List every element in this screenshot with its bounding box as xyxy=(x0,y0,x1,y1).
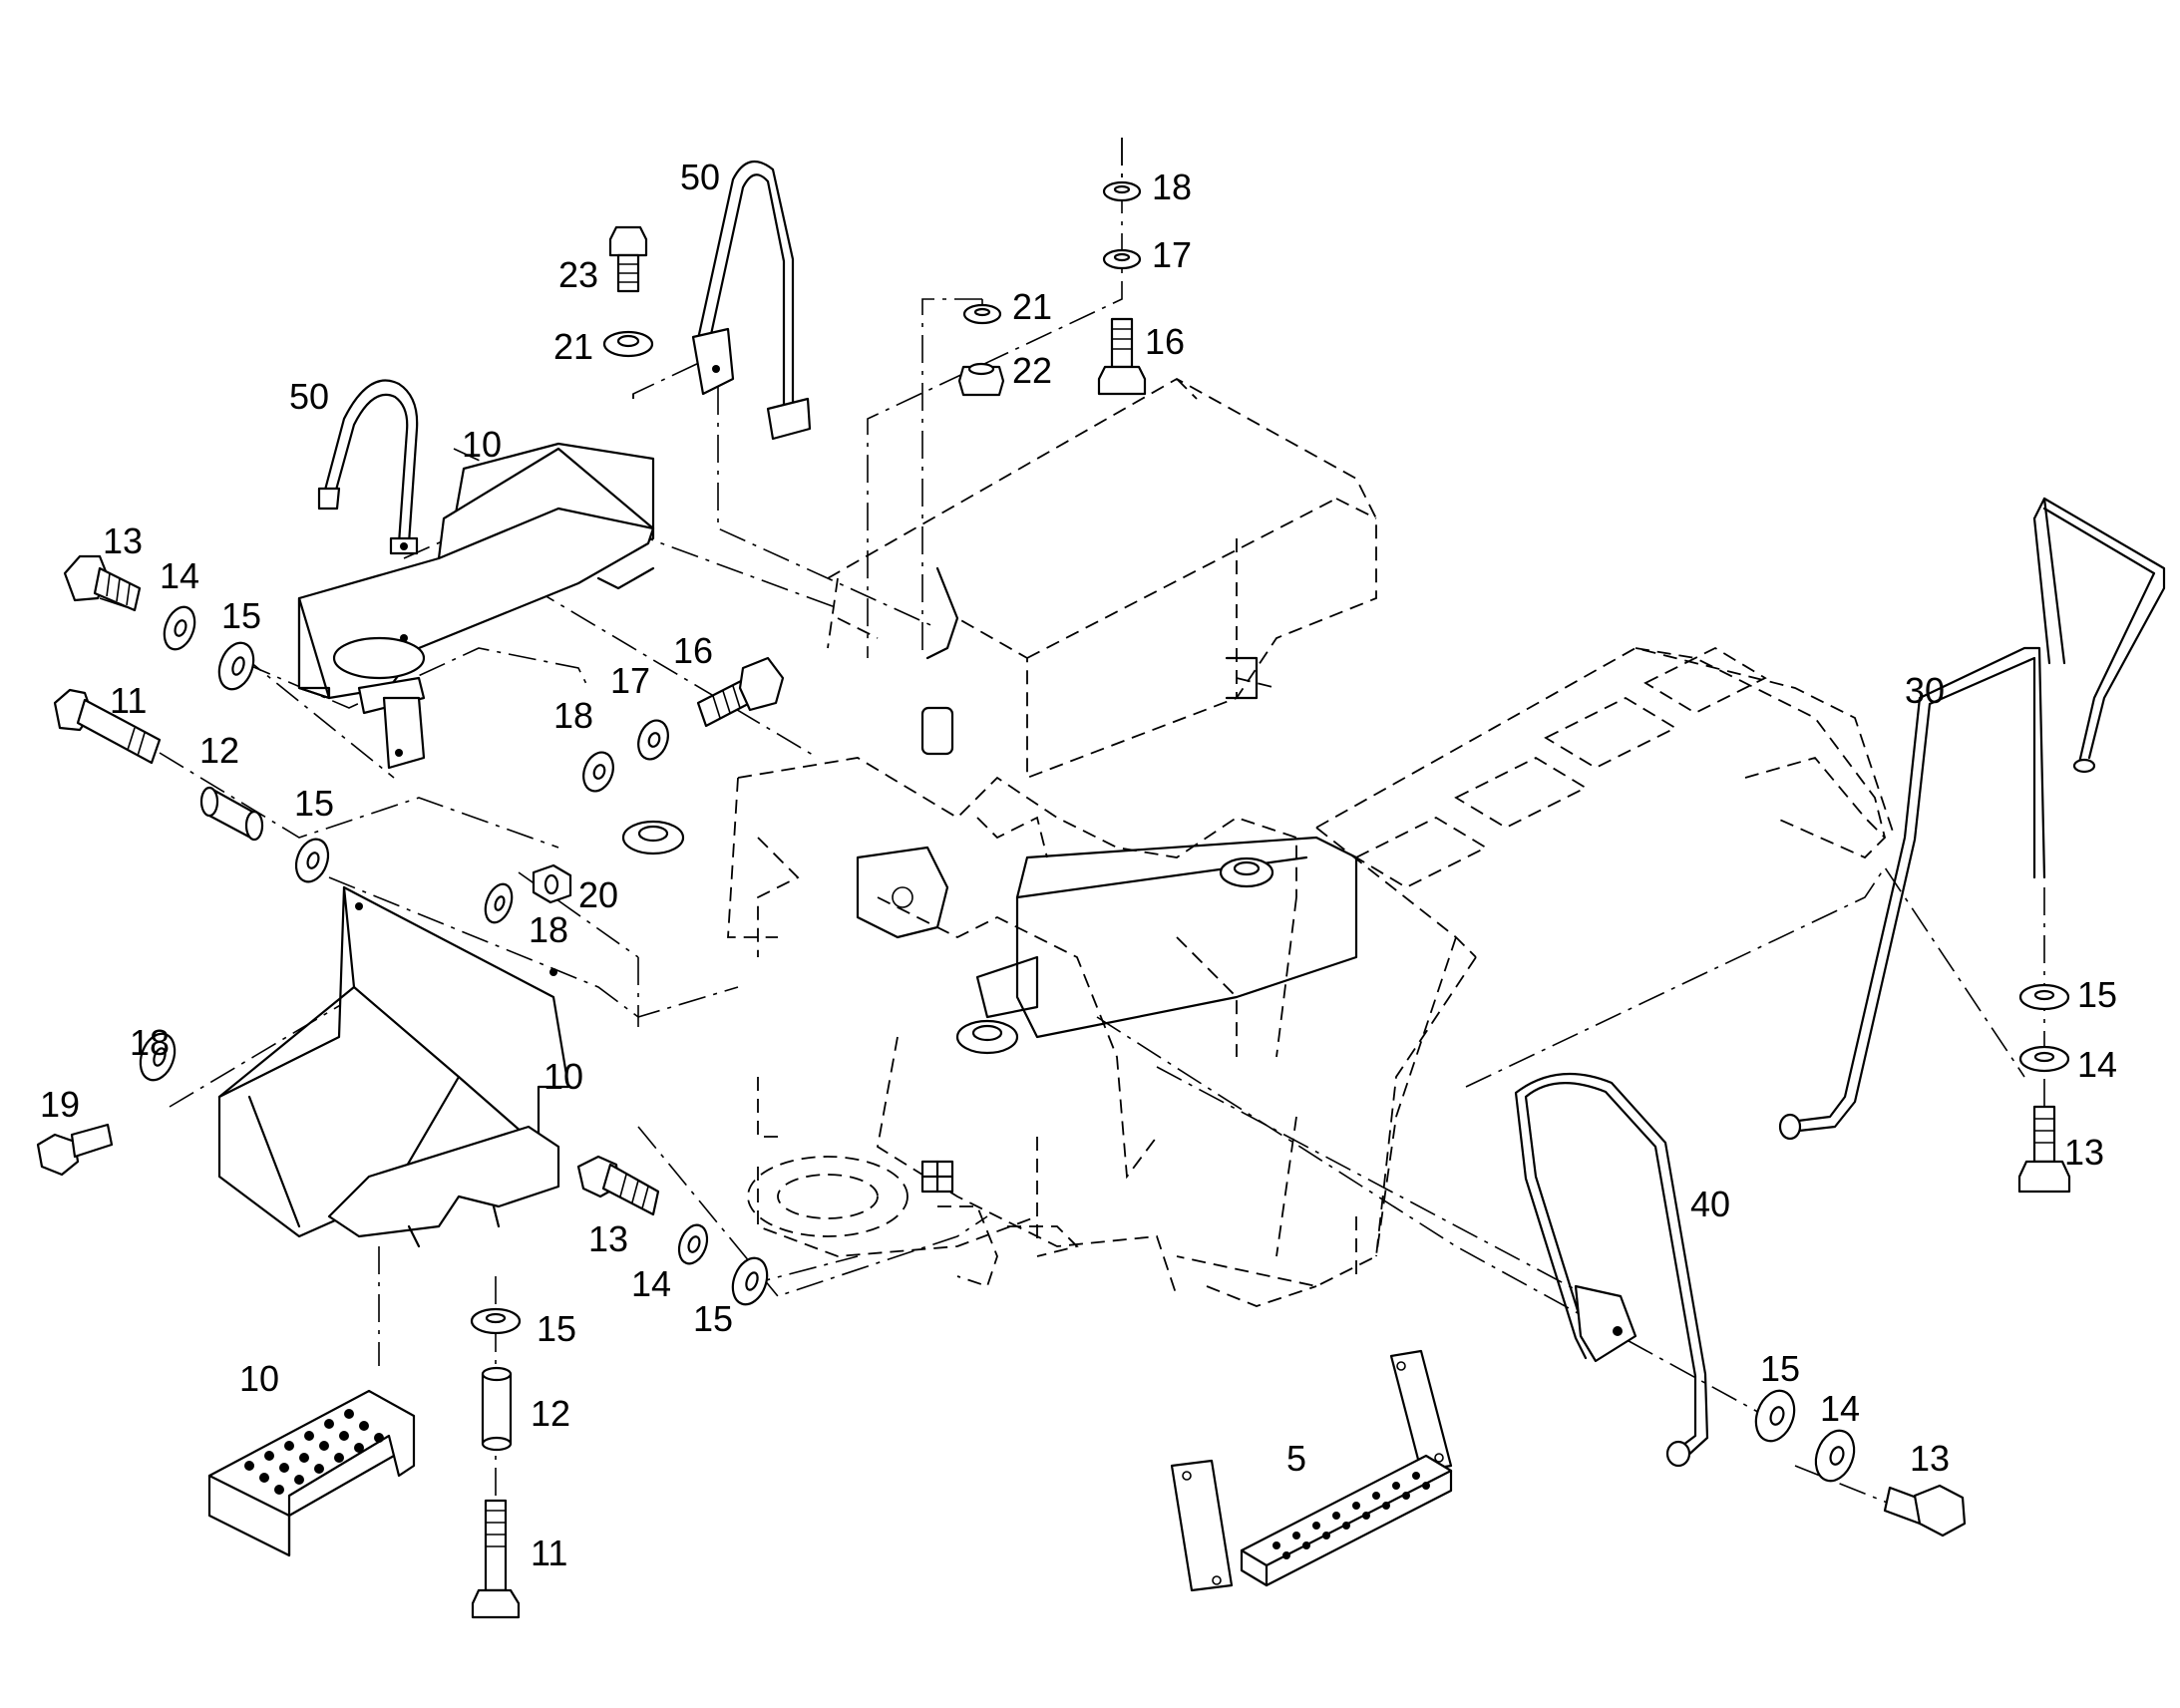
frame-solid-details xyxy=(621,566,1358,1194)
handrail-30 xyxy=(1778,497,2166,1141)
callout-14: 14 xyxy=(631,1263,671,1304)
fasteners xyxy=(36,180,2071,1619)
callout-18: 18 xyxy=(1152,167,1192,207)
callout-21: 21 xyxy=(1012,286,1052,327)
callout-10: 10 xyxy=(544,1056,583,1097)
callout-16: 16 xyxy=(673,630,713,671)
callout-14: 14 xyxy=(160,555,199,596)
chassis-frame xyxy=(727,377,1896,1307)
callout-20: 20 xyxy=(578,874,618,915)
callout-17: 17 xyxy=(1152,234,1192,275)
callout-18: 18 xyxy=(529,909,568,950)
callout-11: 11 xyxy=(110,680,147,721)
callout-15: 15 xyxy=(537,1308,576,1349)
callout-15: 15 xyxy=(294,783,334,824)
perforations xyxy=(244,1409,384,1495)
step-5-perforations xyxy=(1272,1472,1430,1559)
callout-12: 12 xyxy=(199,730,239,771)
callout-11: 11 xyxy=(531,1533,567,1573)
step-box-10-upper xyxy=(297,442,655,770)
callout-14: 14 xyxy=(1820,1388,1860,1429)
callout-18: 18 xyxy=(130,1022,170,1063)
callout-40: 40 xyxy=(1690,1184,1730,1224)
callout-12: 12 xyxy=(531,1393,570,1434)
callout-22: 22 xyxy=(1012,350,1052,391)
callout-10: 10 xyxy=(239,1358,279,1399)
callout-15: 15 xyxy=(1760,1348,1800,1389)
callout-15: 15 xyxy=(693,1298,733,1339)
callout-16: 16 xyxy=(1145,321,1185,362)
callout-13: 13 xyxy=(588,1218,628,1259)
callout-13: 13 xyxy=(103,520,143,561)
callout-19: 19 xyxy=(40,1084,80,1125)
step-box-10-lower xyxy=(217,885,570,1248)
callout-13: 13 xyxy=(1910,1438,1950,1479)
handrail-40 xyxy=(1514,1073,1709,1468)
callout-14: 14 xyxy=(2077,1044,2117,1085)
callout-30: 30 xyxy=(1905,670,1945,711)
callout-50: 50 xyxy=(289,376,329,417)
callout-18: 18 xyxy=(553,695,593,736)
assembly-leader-lines xyxy=(99,138,2045,1507)
callout-17: 17 xyxy=(610,660,650,701)
step-plate-10 xyxy=(207,1389,416,1557)
callout-10: 10 xyxy=(462,424,502,465)
step-5-assembly xyxy=(1170,1349,1453,1592)
callout-15: 15 xyxy=(2077,974,2117,1015)
callout-23: 23 xyxy=(558,254,598,295)
callout-5: 5 xyxy=(1286,1438,1306,1479)
callout-13: 13 xyxy=(2064,1132,2104,1173)
callout-21: 21 xyxy=(553,326,593,367)
grab-handle-50-left xyxy=(317,379,419,555)
callout-15: 15 xyxy=(221,595,261,636)
callout-labels: 50 23 21 50 10 18 17 21 22 16 13 14 15 1… xyxy=(40,157,2117,1573)
callout-50: 50 xyxy=(680,157,720,197)
grab-handle-50-upper xyxy=(691,160,812,441)
